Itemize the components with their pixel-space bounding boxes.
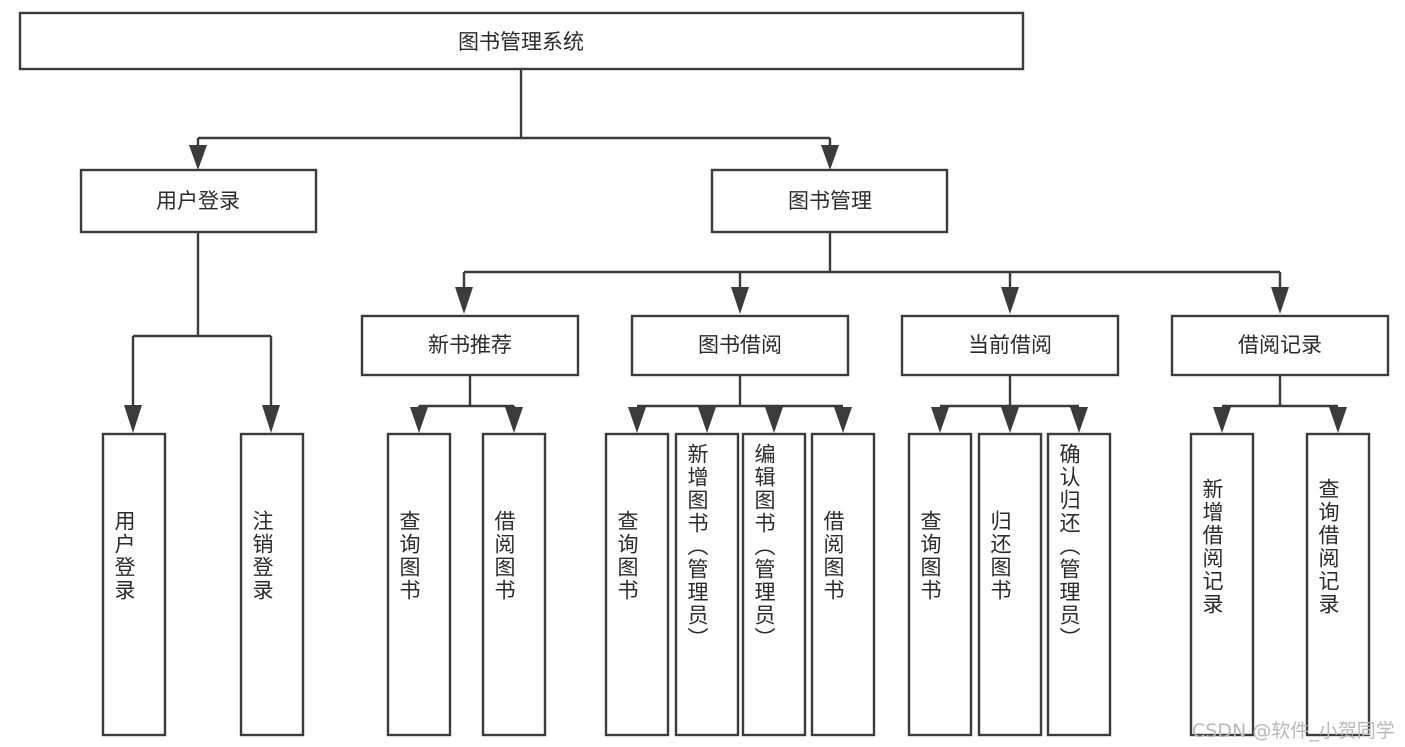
- node-leaf-add-record-box[interactable]: [1189, 432, 1255, 737]
- arrow-head-borrow-record: [1271, 287, 1289, 314]
- node-root-box[interactable]: [18, 11, 1025, 71]
- node-leaf-user-login-box[interactable]: [101, 432, 167, 737]
- arrow-head-user-login: [189, 145, 207, 170]
- node-user-login-label: 用户登录: [156, 189, 240, 213]
- node-borrow-record-box[interactable]: [1170, 314, 1390, 377]
- arrow-head-leaf-user-logout: [262, 405, 280, 433]
- node-leaf-borrow-book-2-box[interactable]: [810, 432, 876, 737]
- arrow-head-leaf-edit-book: [765, 407, 783, 433]
- node-leaf-borrow-book-1-box[interactable]: [481, 432, 547, 737]
- node-book-manage-label: 图书管理: [788, 189, 872, 213]
- connector-group-borrow-record: [1213, 375, 1347, 433]
- node-current-borrow-label: 当前借阅: [968, 333, 1052, 357]
- node-new-book-recommend[interactable]: 新书推荐: [360, 314, 580, 377]
- node-book-borrow[interactable]: 图书借阅: [630, 314, 850, 377]
- arrow-head-book-borrow: [731, 287, 749, 314]
- node-leaf-confirm-return-box[interactable]: [1046, 432, 1112, 737]
- arrow-head-leaf-user-login: [124, 405, 142, 433]
- node-new-book-recommend-label: 新书推荐: [428, 333, 512, 357]
- node-leaf-query-book-2-box[interactable]: [604, 432, 670, 737]
- arrow-head-book-manage: [821, 145, 839, 170]
- node-leaf-add-book-box[interactable]: [674, 432, 740, 737]
- arrow-head-leaf-query-record: [1329, 407, 1347, 433]
- arrow-head-leaf-borrow-book-1: [505, 407, 523, 433]
- arrow-head-leaf-query-book-1: [410, 407, 428, 433]
- node-user-login-box[interactable]: [79, 168, 318, 234]
- connector-group-current-borrow: [931, 375, 1088, 433]
- connector-group-root: [189, 69, 839, 170]
- node-book-borrow-box[interactable]: [630, 314, 850, 377]
- arrow-head-current-borrow: [1001, 287, 1019, 314]
- connector-group-book-borrow: [628, 375, 852, 433]
- node-new-book-recommend-box[interactable]: [360, 314, 580, 377]
- arrow-head-leaf-confirm-return: [1070, 407, 1088, 433]
- arrow-head-leaf-add-record: [1213, 407, 1231, 433]
- arrow-head-leaf-query-book-2: [628, 407, 646, 433]
- connector-group-user-login: [124, 232, 280, 433]
- connector-group-new-book-recommend: [410, 375, 523, 433]
- node-book-borrow-label: 图书借阅: [698, 333, 782, 357]
- node-borrow-record[interactable]: 借阅记录: [1170, 314, 1390, 377]
- arrow-head-leaf-borrow-book-2: [834, 407, 852, 433]
- arrow-head-leaf-query-book-3: [931, 407, 949, 433]
- node-leaf-query-book-1-box[interactable]: [386, 432, 452, 737]
- node-leaf-query-book-3-box[interactable]: [907, 432, 973, 737]
- node-user-login[interactable]: 用户登录: [79, 168, 318, 234]
- node-root-label: 图书管理系统: [458, 30, 584, 54]
- node-current-borrow-box[interactable]: [900, 314, 1120, 377]
- node-current-borrow[interactable]: 当前借阅: [900, 314, 1120, 377]
- node-book-manage[interactable]: 图书管理: [710, 168, 949, 234]
- csdn-watermark: CSDN @软件_小贺同学: [1192, 720, 1395, 742]
- arrow-head-new-book-recommend: [455, 287, 473, 314]
- connector-group-book-manage: [455, 232, 1289, 314]
- arrow-head-leaf-return-book: [1001, 407, 1019, 433]
- node-borrow-record-label: 借阅记录: [1238, 333, 1322, 357]
- node-book-manage-box[interactable]: [710, 168, 949, 234]
- node-leaf-user-logout-box[interactable]: [239, 432, 305, 737]
- arrow-head-leaf-add-book: [698, 407, 716, 433]
- node-leaf-edit-book-box[interactable]: [741, 432, 807, 737]
- node-leaf-query-record-box[interactable]: [1305, 432, 1371, 737]
- node-root[interactable]: 图书管理系统: [18, 11, 1025, 71]
- node-leaf-return-book-box[interactable]: [977, 432, 1043, 737]
